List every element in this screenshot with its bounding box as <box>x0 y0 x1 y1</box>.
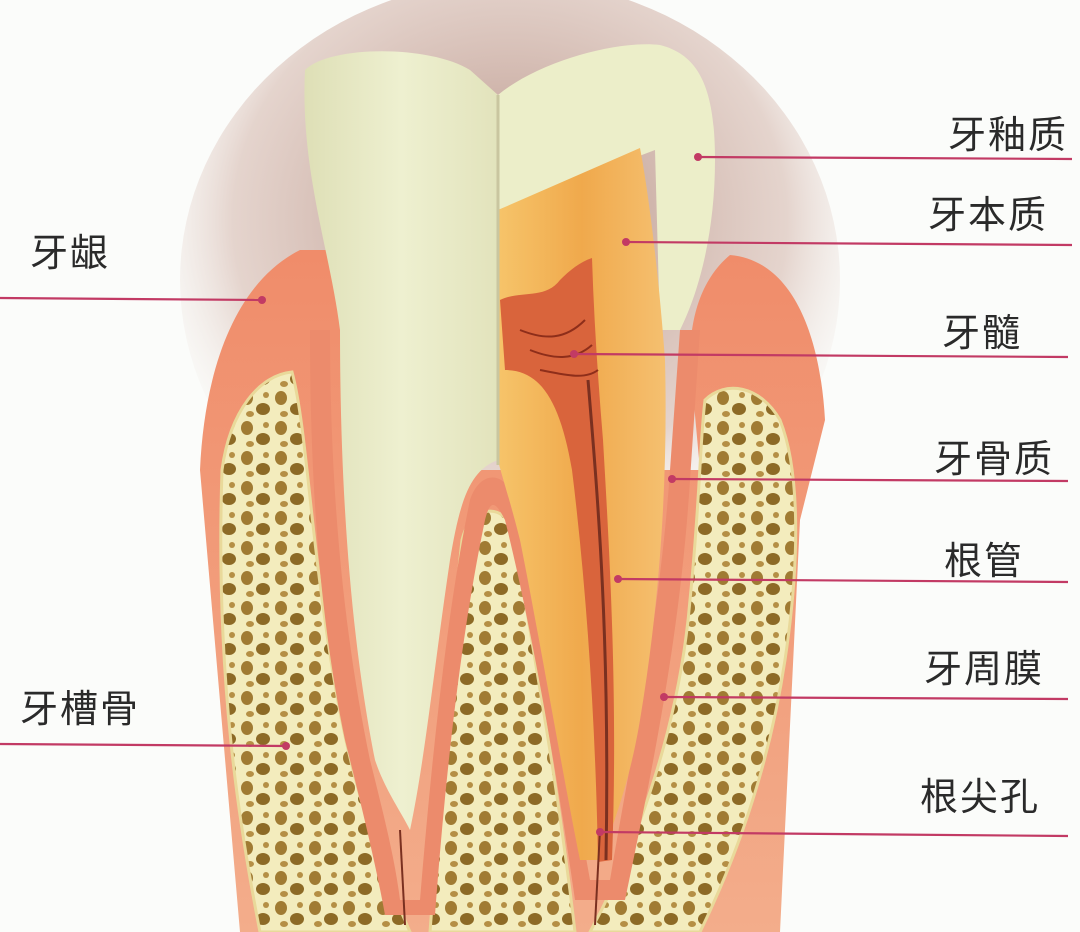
leader-apical-foramen-dot <box>596 828 604 836</box>
label-dentin: 牙本质 <box>928 193 1049 237</box>
leader-periodontal-dot <box>660 693 668 701</box>
label-gum: 牙龈 <box>30 231 111 275</box>
leader-gum-dot <box>258 296 266 304</box>
label-alveolar-bone: 牙槽骨 <box>20 687 141 731</box>
leader-lines <box>0 153 1073 838</box>
leader-cementum <box>671 477 1069 483</box>
root-tip-left-canal <box>399 829 406 926</box>
leader-apical-foramen <box>599 830 1069 838</box>
leader-enamel-dot <box>694 153 702 161</box>
label-cementum: 牙骨质 <box>934 437 1055 481</box>
leader-alveolar-bone <box>0 742 287 748</box>
leader-root-canal-dot <box>614 575 622 583</box>
leader-periodontal <box>663 695 1069 701</box>
label-enamel: 牙釉质 <box>948 113 1069 157</box>
leader-cementum-dot <box>668 475 676 483</box>
leader-gum <box>0 296 263 302</box>
leader-dentin-dot <box>622 238 630 246</box>
leader-pulp-dot <box>570 350 578 358</box>
leader-enamel <box>697 155 1073 161</box>
left-root <box>304 51 498 830</box>
pulp-vessels <box>519 319 599 377</box>
label-apical-foramen: 根尖孔 <box>920 775 1041 819</box>
enamel-layer <box>498 44 715 330</box>
root-canal <box>586 379 609 861</box>
leader-dentin <box>625 240 1073 247</box>
label-periodontal-membrane: 牙周膜 <box>924 647 1045 691</box>
label-pulp: 牙髓 <box>942 311 1023 355</box>
alveolar-bone-right <box>588 386 798 932</box>
leader-pulp <box>573 352 1069 359</box>
pulp-chamber <box>500 258 615 862</box>
leader-alveolar-bone-dot <box>282 742 290 750</box>
leader-root-canal <box>617 577 1069 584</box>
root-tip-right-canal <box>594 829 601 926</box>
label-root-canal: 根管 <box>944 539 1025 583</box>
